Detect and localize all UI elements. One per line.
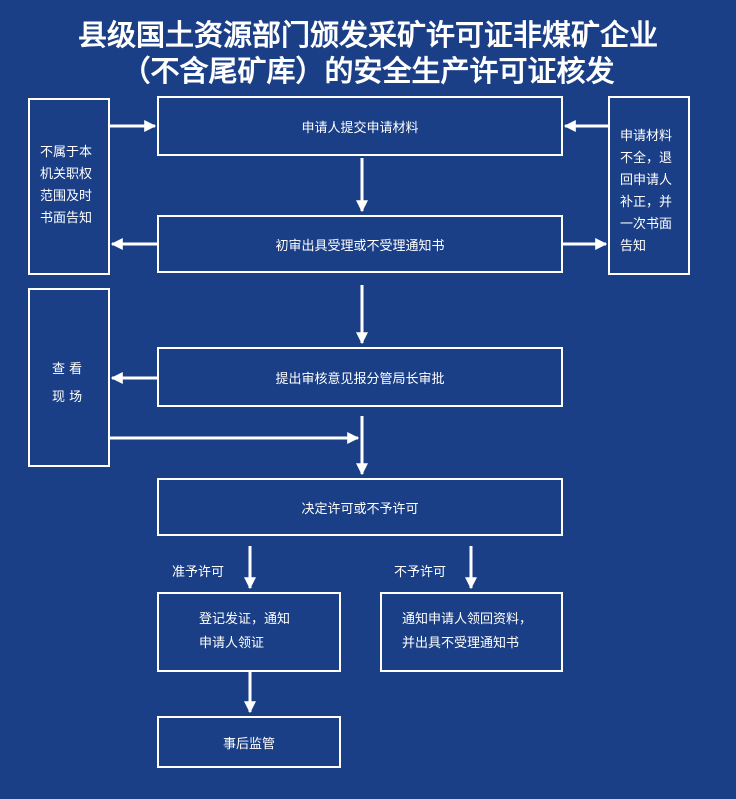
node-initial-review: 初审出具受理或不受理通知书 — [157, 215, 563, 273]
label-deny: 不予许可 — [394, 565, 447, 580]
node-register: 登记发证，通知 申请人领证 — [157, 592, 341, 672]
node-submit: 申请人提交申请材料 — [157, 96, 563, 156]
side-out-of-scope: 不属于本 机关职权 范围及时 书面告知 — [28, 98, 110, 275]
node-reject-notice: 通知申请人领回资料， 并出具不受理通知书 — [380, 592, 563, 672]
node-decision: 决定许可或不予许可 — [157, 478, 563, 536]
label-grant: 准予许可 — [172, 565, 225, 580]
node-report-approval: 提出审核意见报分管局长审批 — [157, 347, 563, 407]
title-line-2: （不含尾矿库）的安全生产许可证核发 — [121, 54, 615, 88]
side-site-visit: 查 看 现 场 — [28, 288, 110, 467]
side-incomplete: 申请材料 不全，退 回申请人 补正，并 一次书面 告知 — [608, 96, 690, 275]
node-supervision: 事后监管 — [157, 716, 341, 768]
title-line-1: 县级国土资源部门颁发采矿许可证非煤矿企业 — [77, 18, 658, 52]
